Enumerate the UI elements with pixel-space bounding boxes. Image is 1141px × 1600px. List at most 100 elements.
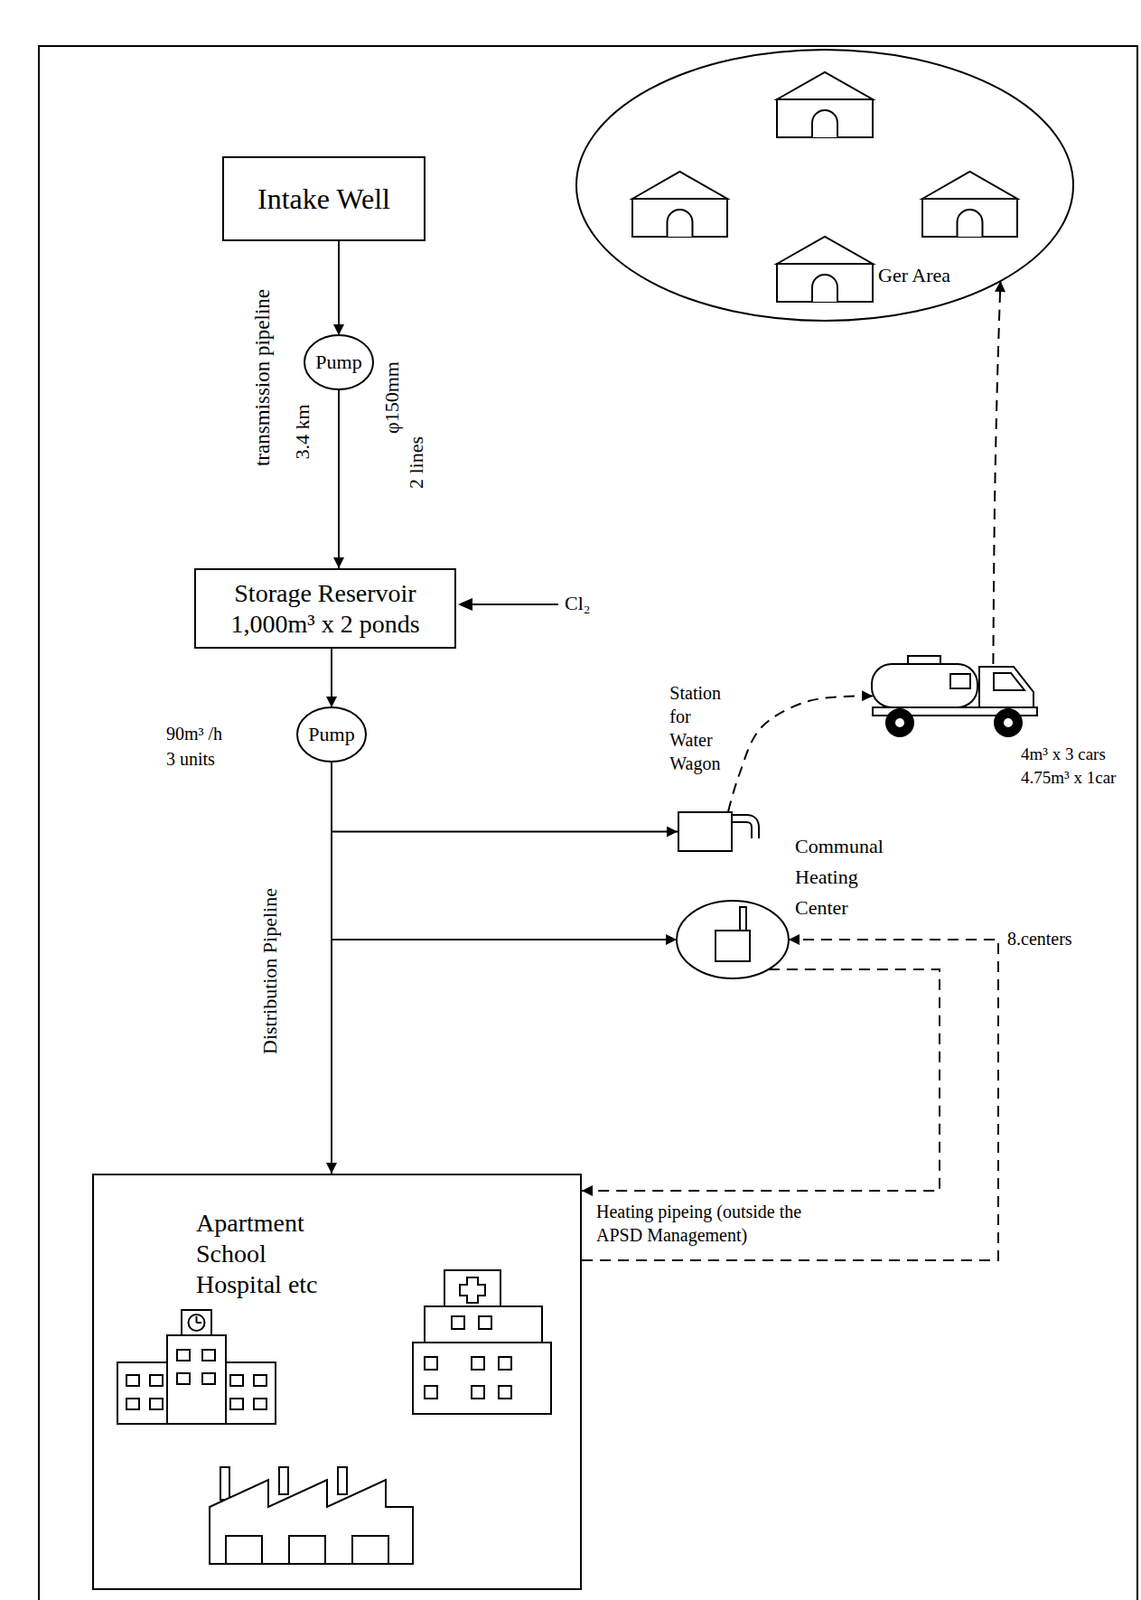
ger-door	[812, 274, 838, 302]
ellipse-outline-shape	[576, 49, 1074, 321]
window	[149, 1398, 163, 1410]
chlorine-feed-arrowhead	[458, 598, 473, 611]
chemical-label: Cl₂	[564, 591, 590, 616]
tank-hatch	[907, 655, 941, 665]
window	[126, 1374, 140, 1386]
edge-label: Heating pipeing (outside the APSD Manage…	[596, 1199, 814, 1247]
window	[230, 1398, 244, 1410]
label-holder: 3 units	[166, 748, 216, 770]
heating-plant-icon	[715, 907, 750, 962]
plant-building	[715, 930, 750, 962]
text-holder: Ger Area	[878, 263, 951, 288]
school-wing	[117, 1362, 172, 1424]
label-holder: 2 lines	[404, 436, 429, 489]
chlorine-feed-line	[469, 603, 559, 606]
truck-cab	[979, 666, 1034, 708]
wheel-hub	[1002, 717, 1014, 729]
ger-tent	[776, 236, 873, 302]
station-label: Station for Water Wagon	[669, 681, 721, 776]
water-tank	[871, 664, 978, 708]
hospital-upper	[424, 1306, 543, 1343]
window	[177, 1349, 190, 1361]
ellipse-outline	[576, 49, 1074, 321]
cab-window	[993, 673, 1025, 691]
factory-chimney	[279, 1467, 289, 1495]
window	[424, 1385, 438, 1399]
ger-door	[957, 209, 983, 237]
factory-door	[289, 1535, 326, 1564]
text-holder: Apartment School Hospital etc	[196, 1207, 355, 1300]
hospital-main	[412, 1342, 552, 1414]
ger-roof	[776, 72, 873, 100]
clock-hands	[196, 1316, 203, 1323]
pipe-arrow	[330, 761, 333, 1174]
station-spout	[732, 818, 756, 839]
water-wagon-station: Station for Water Wagon	[677, 811, 733, 852]
dimension-label: 2 lines	[404, 436, 429, 489]
ger-door	[667, 209, 693, 237]
school-building	[117, 1309, 276, 1424]
building-area-box: Apartment School Hospital etc	[92, 1173, 582, 1590]
window	[498, 1385, 512, 1399]
pump-circle: Pump	[304, 335, 374, 390]
text-holder: Communal Heating Center	[794, 831, 884, 924]
heating-center-label: Communal Heating Center	[794, 831, 884, 924]
label-holder: transmission pipeline	[250, 289, 276, 467]
text-holder: Station for Water Wagon	[669, 681, 721, 776]
wheel-hub	[894, 717, 906, 729]
window	[177, 1373, 190, 1385]
window	[253, 1374, 267, 1386]
text-holder: 4.75m³ x 1car	[1020, 767, 1116, 789]
truck-wheel	[886, 709, 914, 737]
pipe-arrow	[330, 648, 333, 708]
water-wagon-truck	[871, 655, 1038, 737]
count-label: 8.centers	[1007, 927, 1073, 950]
intake-well-box: Intake Well	[222, 156, 426, 242]
label-holder: 8.centers	[1007, 927, 1073, 950]
window	[471, 1385, 485, 1399]
window	[471, 1356, 485, 1370]
pipeline-label: transmission pipeline	[250, 289, 276, 467]
label-holder: Distribution Pipeline	[258, 888, 282, 1055]
label-holder: Cl₂	[564, 591, 590, 616]
text-holder: Intake Well	[257, 181, 391, 216]
ger-tent	[632, 171, 728, 237]
ger-roof	[922, 171, 1018, 199]
chimney	[739, 907, 747, 931]
window	[451, 1316, 465, 1329]
factory-door	[225, 1535, 262, 1564]
dimension-label: 3.4 km	[290, 403, 315, 459]
factory-building	[209, 1467, 413, 1564]
text-holder: 4m³ x 3 cars	[1020, 744, 1106, 766]
label-holder: 90m³ /h	[166, 722, 223, 745]
ellipse-outline-shape	[304, 335, 374, 390]
truck-wheel	[994, 709, 1022, 737]
text-holder: Pump	[308, 722, 355, 747]
window	[478, 1316, 492, 1329]
building-list: Apartment School Hospital etc	[196, 1207, 355, 1300]
pipe-arrow	[337, 241, 340, 336]
communal-heating-center: Communal Heating Center	[676, 900, 789, 979]
truck-capacity: 4m³ x 3 cars	[1020, 744, 1106, 766]
window	[149, 1374, 163, 1386]
dashed-flow-arrow	[992, 280, 1001, 665]
ger-wall	[776, 99, 873, 138]
ellipse-outline	[676, 900, 789, 979]
clock-face	[188, 1314, 206, 1331]
window	[202, 1373, 216, 1385]
water-wagon-truck: 4m³ x 3 cars4.75m³ x 1car	[865, 648, 1048, 737]
factory-chimney	[220, 1467, 230, 1500]
ger-tent	[922, 171, 1018, 237]
truck-capacity: 4.75m³ x 1car	[1020, 767, 1116, 789]
school-center	[167, 1335, 226, 1424]
factory-sawtooth-body	[209, 1479, 413, 1564]
pump-label: Pump	[315, 350, 362, 375]
station-spout-inner	[732, 818, 756, 839]
factory-chimney	[337, 1467, 347, 1495]
factory-door	[352, 1535, 389, 1564]
hospital-cross	[459, 1277, 486, 1303]
pipe-arrow	[331, 761, 678, 833]
text-holder: Storage Reservoir 1,000m³ x 2 ponds	[205, 578, 446, 639]
